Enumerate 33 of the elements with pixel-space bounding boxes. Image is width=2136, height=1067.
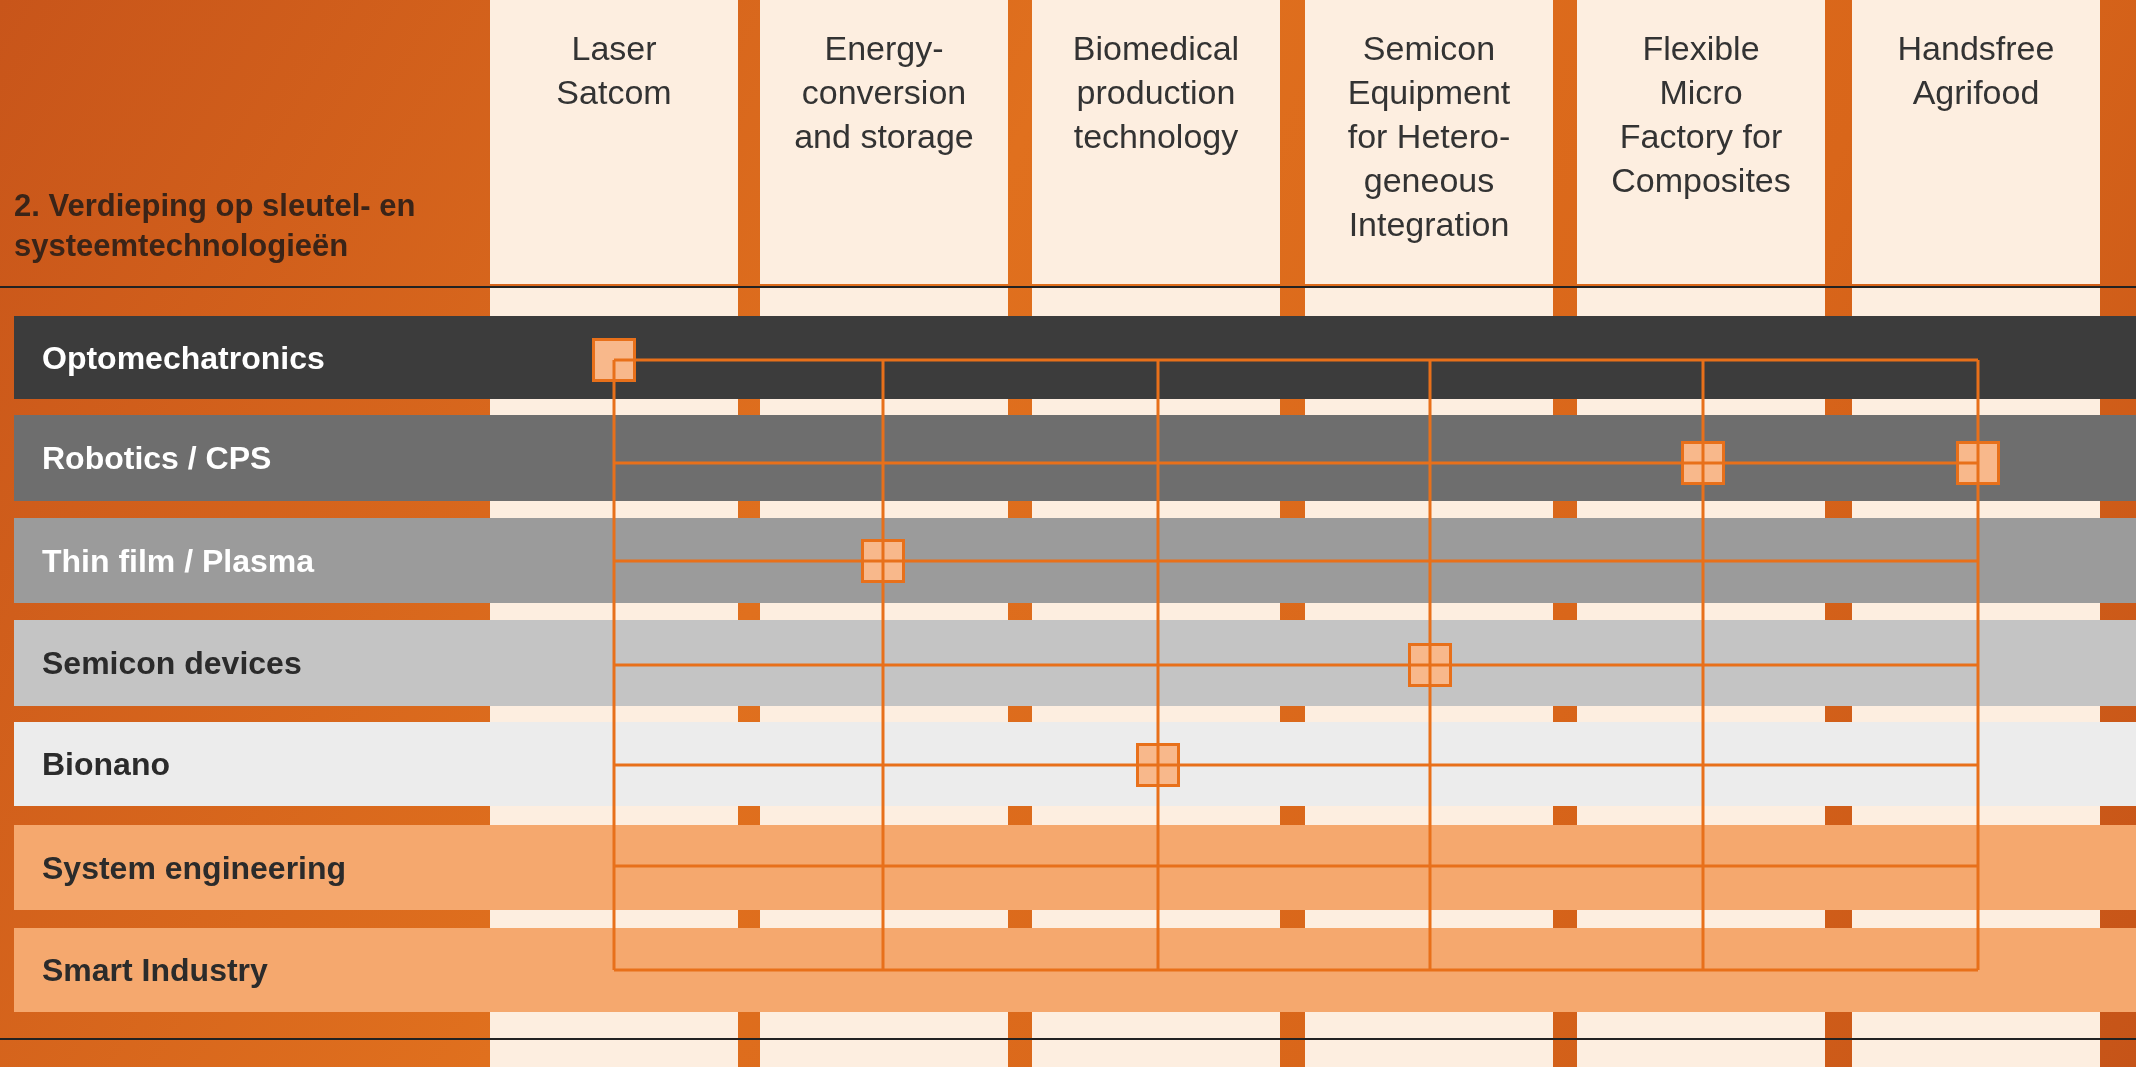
column-header-box xyxy=(490,0,738,284)
column-heading: Handsfree Agrifood xyxy=(1896,28,2056,113)
row-label: Thin film / Plasma xyxy=(42,542,315,579)
marker-square xyxy=(1956,441,2000,485)
marker-square xyxy=(1408,643,1452,687)
row-band xyxy=(14,825,2136,910)
marker-square xyxy=(861,539,905,583)
row-band xyxy=(14,415,2136,501)
row-band xyxy=(14,928,2136,1012)
row-label: Smart Industry xyxy=(42,951,268,989)
row-band xyxy=(14,722,2136,806)
column-header-box xyxy=(1577,0,1825,284)
row-label: Optomechatronics xyxy=(42,339,325,376)
column-heading: Energy- conversion and storage xyxy=(793,28,975,157)
row-band xyxy=(14,518,2136,603)
column-header-box xyxy=(760,0,1008,284)
column-header-box xyxy=(1032,0,1280,284)
marker-square xyxy=(1681,441,1725,485)
marker-square xyxy=(592,338,636,382)
row-band xyxy=(14,620,2136,706)
column-heading: Biomedical production technology xyxy=(1071,28,1241,157)
row-label: Bionano xyxy=(42,745,170,783)
heading: 2. Verdieping op sleutel- en systeemtechnologieën xyxy=(14,187,417,265)
column-header-box xyxy=(1305,0,1553,284)
column-header-box xyxy=(1852,0,2100,284)
column-heading: Flexible Micro Factory for Composites xyxy=(1610,28,1792,201)
row-label: System engineering xyxy=(42,849,347,886)
row-label: Robotics / CPS xyxy=(42,439,272,477)
row-label: Semicon devices xyxy=(42,644,302,682)
marker-square xyxy=(1136,743,1180,787)
column-heading: Laser Satcom xyxy=(555,28,673,113)
row-band xyxy=(14,316,2136,399)
column-heading: Semicon Equipment for Hetero- geneous Integration xyxy=(1346,28,1512,245)
